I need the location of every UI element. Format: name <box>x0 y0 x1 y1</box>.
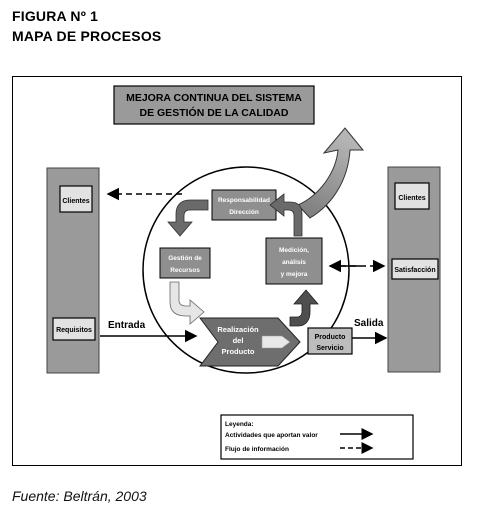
cycle-arrow-realization-to-measure-icon <box>289 289 319 327</box>
legend-value-activities: Actividades que aportan valor <box>225 432 318 439</box>
medicion-analisis-box: Medición, análisis y mejora <box>265 237 323 285</box>
responsabilidad-direccion-box: Responsabilidad Dirección <box>211 189 277 221</box>
realizacion-line-1: Realización <box>217 325 259 334</box>
medicion-line-1: Medición, <box>279 247 309 254</box>
requisitos-box <box>52 317 96 341</box>
realizacion-producto-shape: Realización del Producto <box>199 317 301 367</box>
responsabilidad-line-2: Dirección <box>229 209 259 216</box>
clientes-right-box <box>394 182 430 210</box>
producto-servicio-box: Producto Servicio <box>307 327 353 355</box>
clientes-left-box <box>59 185 93 213</box>
banner: MEJORA CONTINUA DEL SISTEMA DE GESTIÓN D… <box>113 85 315 125</box>
banner-line-2: DE GESTIÓN DE LA CALIDAD <box>140 106 289 119</box>
cycle-arrow-measure-to-direction-icon <box>269 193 303 237</box>
gestion-recursos-box: Gestión de Recursos <box>159 247 211 279</box>
satisfaccion-box <box>391 258 439 280</box>
producto-line-1: Producto <box>315 334 346 341</box>
figure-source: Fuente: Beltrán, 2003 <box>12 488 147 504</box>
gestion-line-1: Gestión de <box>168 255 202 262</box>
salida-label: Salida <box>354 318 384 329</box>
banner-line-1: MEJORA CONTINUA DEL SISTEMA <box>126 92 302 104</box>
medicion-line-2: análisis <box>282 259 306 266</box>
legend-title: Leyenda: <box>225 421 254 428</box>
improvement-arrow-icon <box>297 127 365 219</box>
right-column: Clientes Satisfacción <box>387 166 441 373</box>
satisfaccion-label: Satisfacción <box>394 267 435 274</box>
realizacion-line-2: del <box>233 336 244 345</box>
responsabilidad-line-1: Responsabilidad <box>218 197 270 204</box>
cycle-arrow-resources-to-realization-icon <box>169 281 205 325</box>
process-cycle-circle <box>142 166 350 374</box>
gestion-line-2: Recursos <box>170 267 200 274</box>
cycle-arrow-direction-to-resources-icon <box>167 199 209 237</box>
figure-title: MAPA DE PROCESOS <box>12 28 162 44</box>
diagram-frame <box>12 76 462 466</box>
medicion-line-3: y mejora <box>281 271 308 278</box>
legend: Leyenda: Actividades que aportan valor F… <box>220 414 414 460</box>
clientes-left-label: Clientes <box>62 198 89 205</box>
clientes-right-label: Clientes <box>398 195 425 202</box>
legend-info-flow: Flujo de información <box>225 446 289 453</box>
requisitos-label: Requisitos <box>56 327 92 334</box>
producto-line-2: Servicio <box>316 345 343 352</box>
entrada-label: Entrada <box>108 320 146 331</box>
realizacion-line-3: Producto <box>222 347 255 356</box>
left-column: Clientes Requisitos <box>46 167 100 374</box>
figure-number: FIGURA Nº 1 <box>12 8 99 24</box>
